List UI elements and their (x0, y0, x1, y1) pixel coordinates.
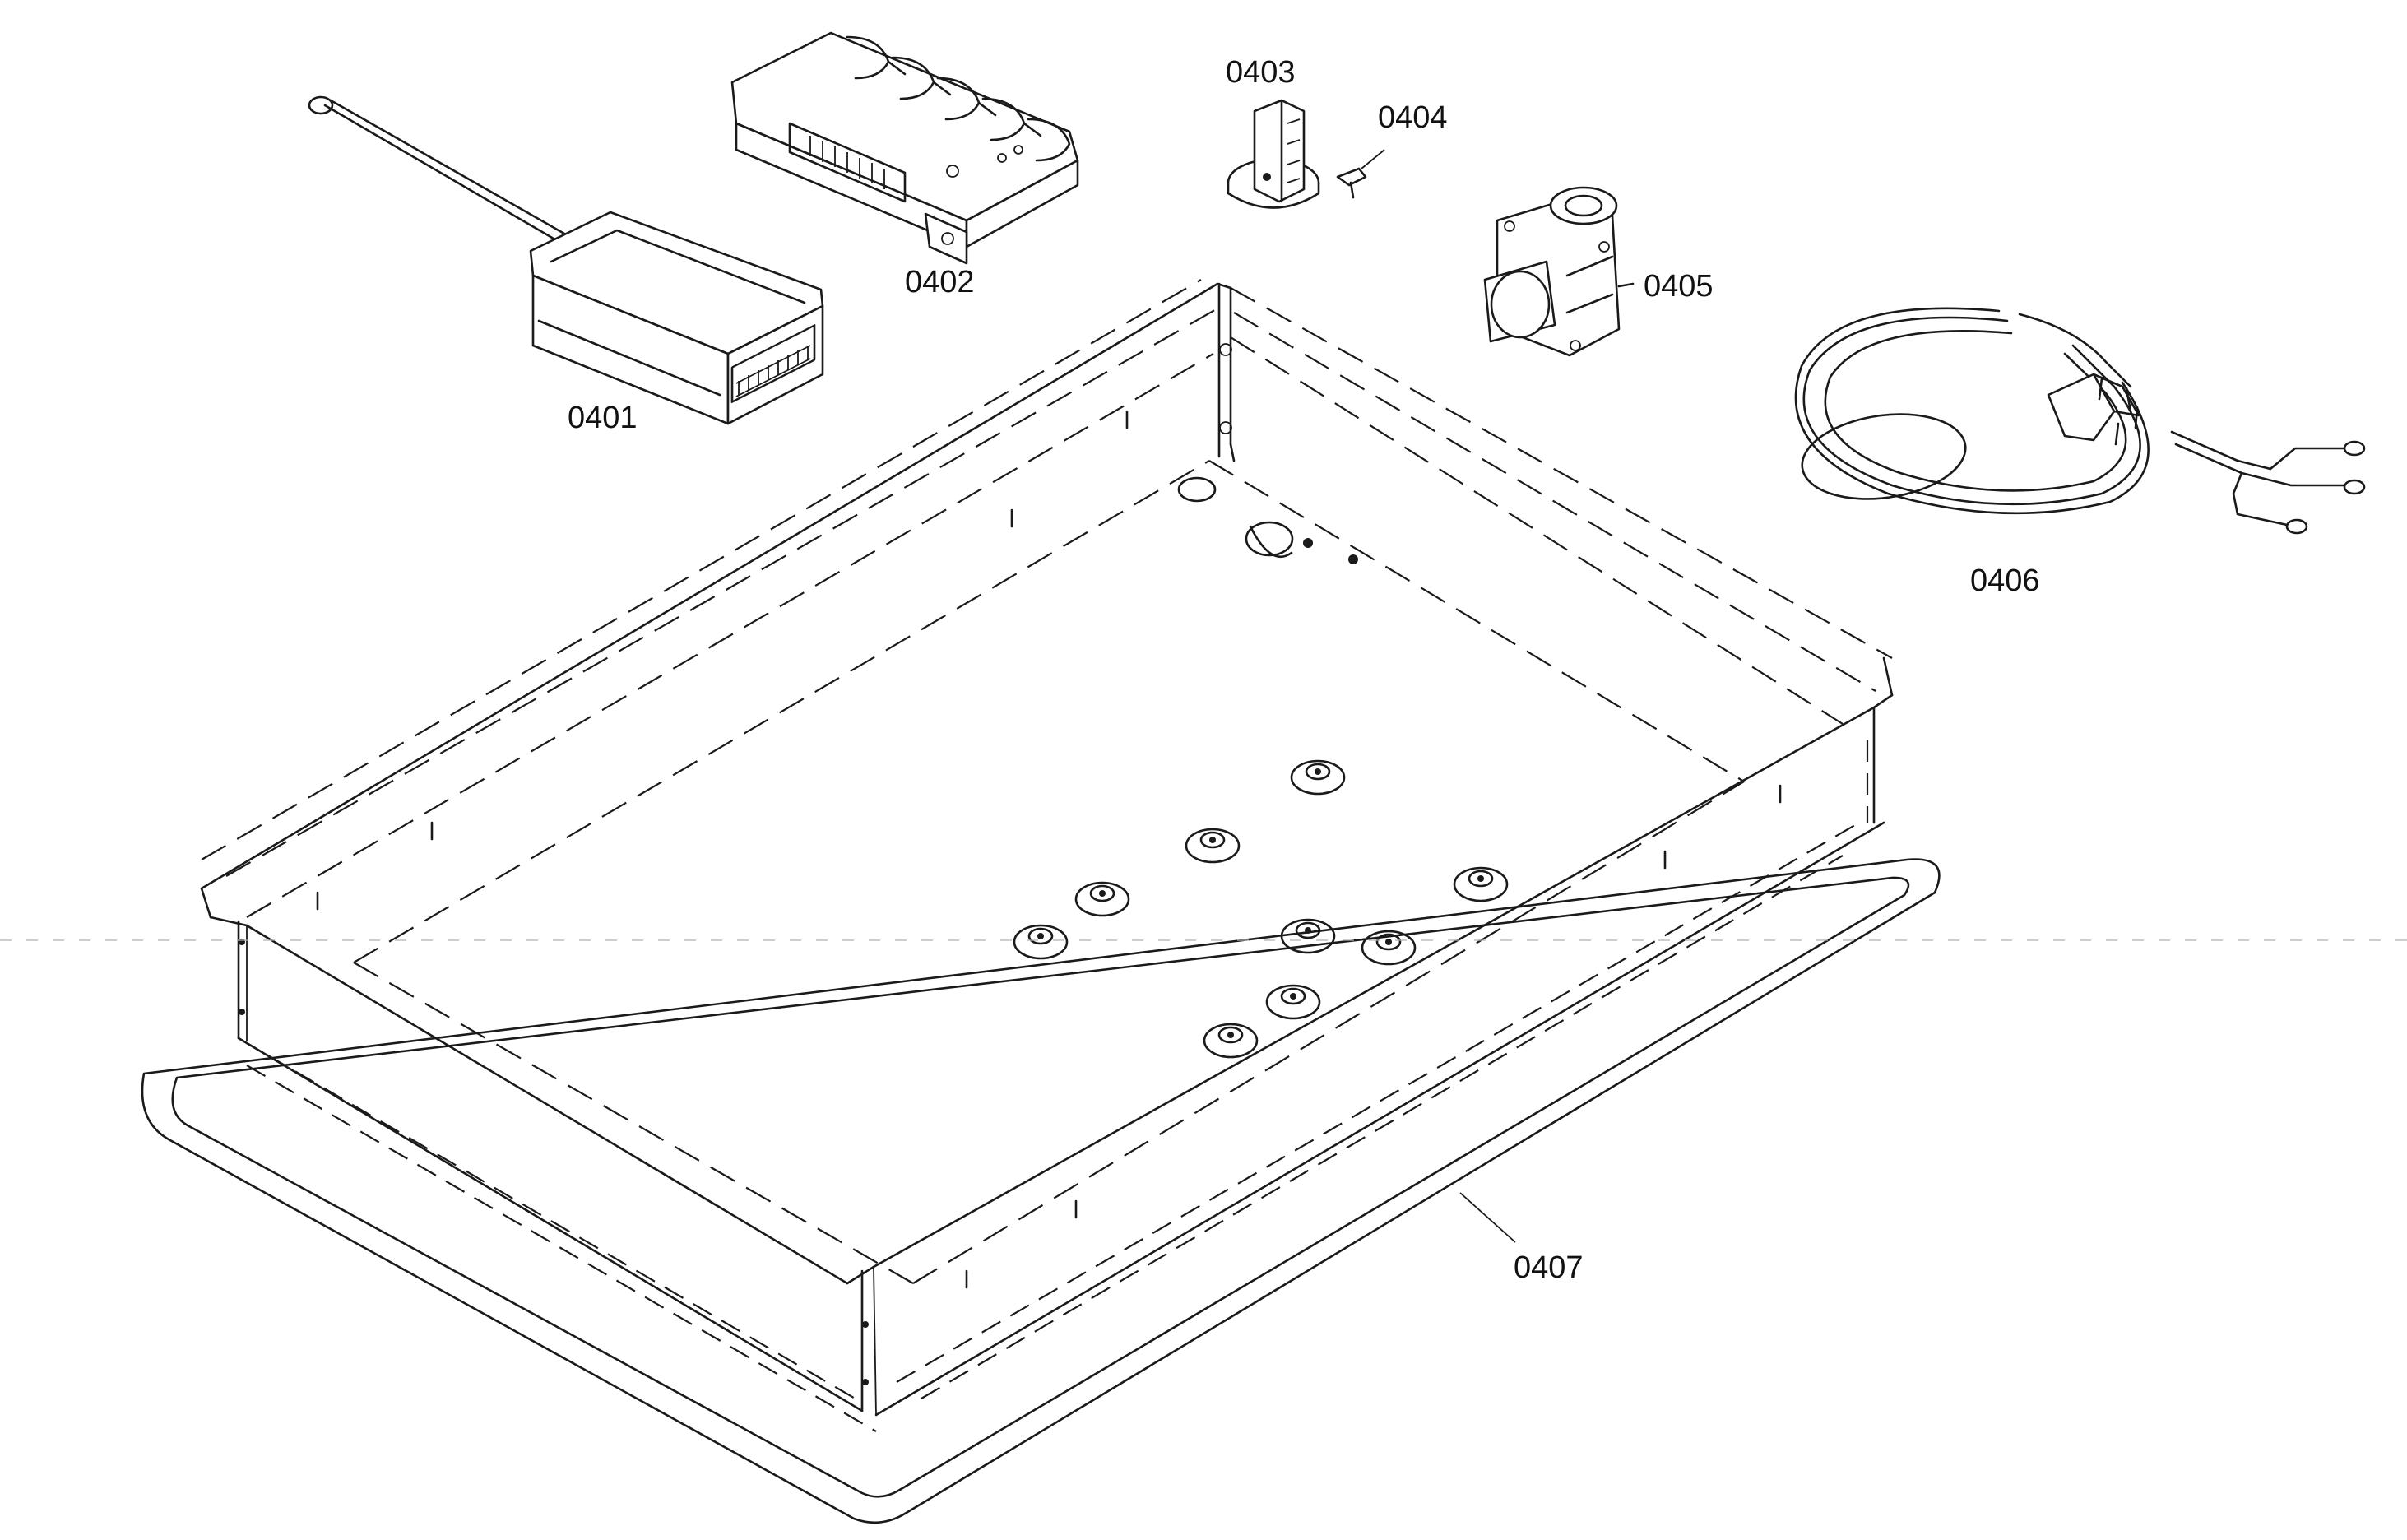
part-0407-tray (141, 279, 1941, 1524)
grommet (1013, 924, 1069, 960)
grommet (1453, 866, 1509, 902)
plug (2047, 373, 2140, 446)
grommet (1290, 759, 1346, 796)
callout-0401: 0401 (568, 401, 638, 435)
part-0402-switch-block (730, 31, 1079, 265)
ring-terminal (308, 95, 334, 115)
grommet (1265, 984, 1321, 1020)
grommet (1361, 930, 1417, 966)
callout-0402: 0402 (905, 265, 975, 299)
grommet (1074, 881, 1130, 917)
callout-0407: 0407 (1514, 1250, 1584, 1285)
burner-grommets (1013, 759, 1509, 1059)
callout-0405: 0405 (1644, 269, 1714, 304)
part-0406-power-cord (1794, 307, 2366, 535)
tray-hidden-edges (201, 279, 1893, 1432)
callout-0404: 0404 (1378, 100, 1448, 135)
part-0405-regulator (1483, 186, 1635, 357)
callout-labels: 0401 0402 0403 0404 0405 0406 0407 (568, 55, 2040, 1285)
switch-cylinders (846, 35, 1071, 162)
side-clip-marks (239, 343, 1782, 1385)
part-0404-screw (1336, 149, 1385, 199)
tray-floor-openings (1177, 476, 1358, 564)
grommet (1203, 1023, 1259, 1059)
grommet (1280, 918, 1336, 954)
grommet (1185, 828, 1241, 864)
connector-pins (735, 345, 811, 397)
callout-0403: 0403 (1226, 55, 1296, 90)
leader-0407 (1459, 1192, 1516, 1243)
callout-0406: 0406 (1970, 564, 2040, 598)
part-0403-terminal-block (1227, 99, 1320, 209)
gasket-frame (141, 858, 1941, 1524)
leader-0404 (1361, 149, 1385, 169)
ground-wire (323, 104, 569, 248)
tray-body (200, 282, 1894, 1417)
part-0401-spark-module (308, 95, 824, 425)
